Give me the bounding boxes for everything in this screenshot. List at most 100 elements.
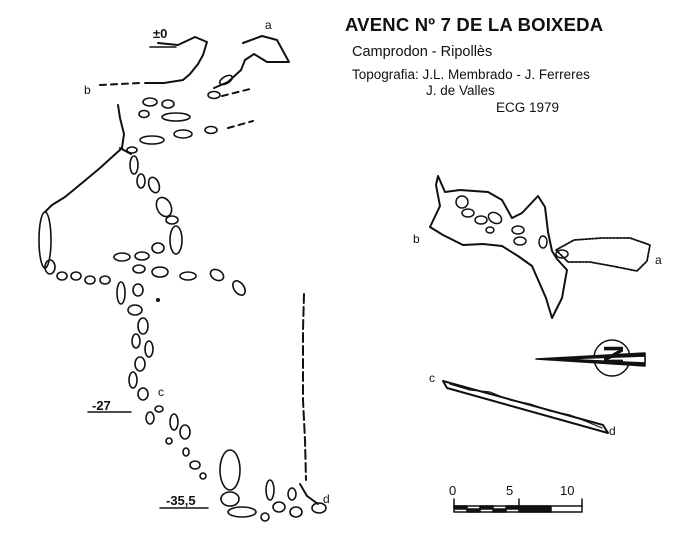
boulder <box>165 215 179 225</box>
boulder <box>555 249 569 259</box>
survey-title: AVENC Nº 7 DE LA BOIXEDA <box>345 14 604 35</box>
scale-bar-segment <box>492 508 507 513</box>
boulder <box>289 506 303 518</box>
boulder <box>137 317 149 335</box>
boulder <box>70 271 82 281</box>
boulder <box>169 413 179 431</box>
boulder <box>144 340 154 358</box>
vertical-section <box>38 35 327 522</box>
boulder <box>220 491 240 507</box>
survey-station-dot <box>156 298 160 302</box>
boulder <box>154 405 164 413</box>
boulder <box>204 125 218 135</box>
boulder <box>145 411 155 425</box>
depth-label-mid: -27 <box>92 398 111 413</box>
depth-label-bottom: -35,5 <box>166 493 196 508</box>
boulder <box>485 226 495 234</box>
plan-view <box>429 175 651 319</box>
entrance-ground-dashed-left <box>99 82 141 86</box>
boulder <box>272 501 286 513</box>
ledge-dashed <box>227 120 254 129</box>
plan-point-b: b <box>413 232 420 246</box>
survey-authors-line-1: Topografia: J.L. Membrado - J. Ferreres <box>352 67 590 82</box>
boulder <box>165 437 173 445</box>
scale-bar-segment <box>453 505 468 510</box>
boulder <box>260 512 270 522</box>
boulder <box>227 506 257 518</box>
boulder <box>179 424 191 440</box>
survey-credit: ECG 1979 <box>496 100 560 115</box>
north-arrow <box>535 339 646 377</box>
scale-bar <box>453 498 583 513</box>
boulder <box>182 447 190 457</box>
boulder <box>126 146 138 154</box>
boulder <box>99 275 111 285</box>
profile-point-d: d <box>609 424 616 438</box>
boulder <box>116 281 126 305</box>
shaft-wall-left <box>44 104 125 213</box>
boulder <box>179 271 197 281</box>
scale-label-10: 10 <box>560 483 575 498</box>
survey-authors-line-2: J. de Valles <box>426 83 495 98</box>
boulder <box>173 129 193 139</box>
scale-bar-segment <box>518 505 552 513</box>
profile-strip <box>442 380 609 434</box>
boulder <box>136 173 146 189</box>
boulder <box>513 236 527 246</box>
profile-infill <box>449 383 603 429</box>
plan-blocks <box>455 195 569 259</box>
boulder <box>219 449 241 491</box>
plan-extension-a <box>555 237 651 272</box>
boulder <box>169 225 183 255</box>
boulder <box>132 264 146 274</box>
boulder <box>207 90 221 100</box>
scale-label-0: 0 <box>449 483 457 498</box>
boulder <box>455 195 469 209</box>
boulder <box>151 266 169 278</box>
entrance-ground-right <box>213 35 290 89</box>
boulder <box>138 109 150 119</box>
boulder <box>131 333 141 349</box>
plan-outline <box>429 175 568 319</box>
boulder <box>84 275 96 285</box>
floor-bottom <box>299 483 319 505</box>
boulder <box>232 280 246 296</box>
scale-bar-segment <box>466 508 481 513</box>
boulder <box>161 99 175 109</box>
north-arrow-needle-light <box>559 355 646 364</box>
scale-label-5: 5 <box>506 483 514 498</box>
entrance-ground-left <box>144 36 208 84</box>
boulder <box>538 235 548 249</box>
plan-point-a: a <box>655 253 662 267</box>
boulder <box>265 479 275 501</box>
boulder <box>137 387 149 401</box>
section-point-d: d <box>323 492 330 506</box>
boulder <box>142 97 158 107</box>
boulder <box>287 487 297 501</box>
scale-bar-segment <box>505 505 520 510</box>
boulder <box>147 176 161 194</box>
boulder <box>461 208 475 218</box>
boulder <box>134 251 150 261</box>
boulder <box>139 135 165 145</box>
boulder <box>128 371 138 389</box>
depth-label-top: ±0 <box>153 26 168 41</box>
boulder <box>113 252 131 262</box>
boulder <box>44 259 56 275</box>
section-point-b: b <box>84 83 91 97</box>
profile-point-c: c <box>429 371 435 385</box>
boulder <box>127 304 143 316</box>
boulder <box>134 356 146 372</box>
boulder <box>132 283 144 297</box>
boulder-blocks <box>38 74 327 522</box>
shaft-wall-right <box>302 293 307 481</box>
entrance-ground-dashed-right <box>221 88 251 97</box>
north-letter: N <box>598 344 630 366</box>
scale-bar-segment <box>479 505 494 510</box>
boulder <box>161 112 191 122</box>
boulder <box>511 225 525 235</box>
boulder <box>199 472 207 480</box>
boulder <box>129 155 139 175</box>
section-point-a: a <box>265 18 272 32</box>
